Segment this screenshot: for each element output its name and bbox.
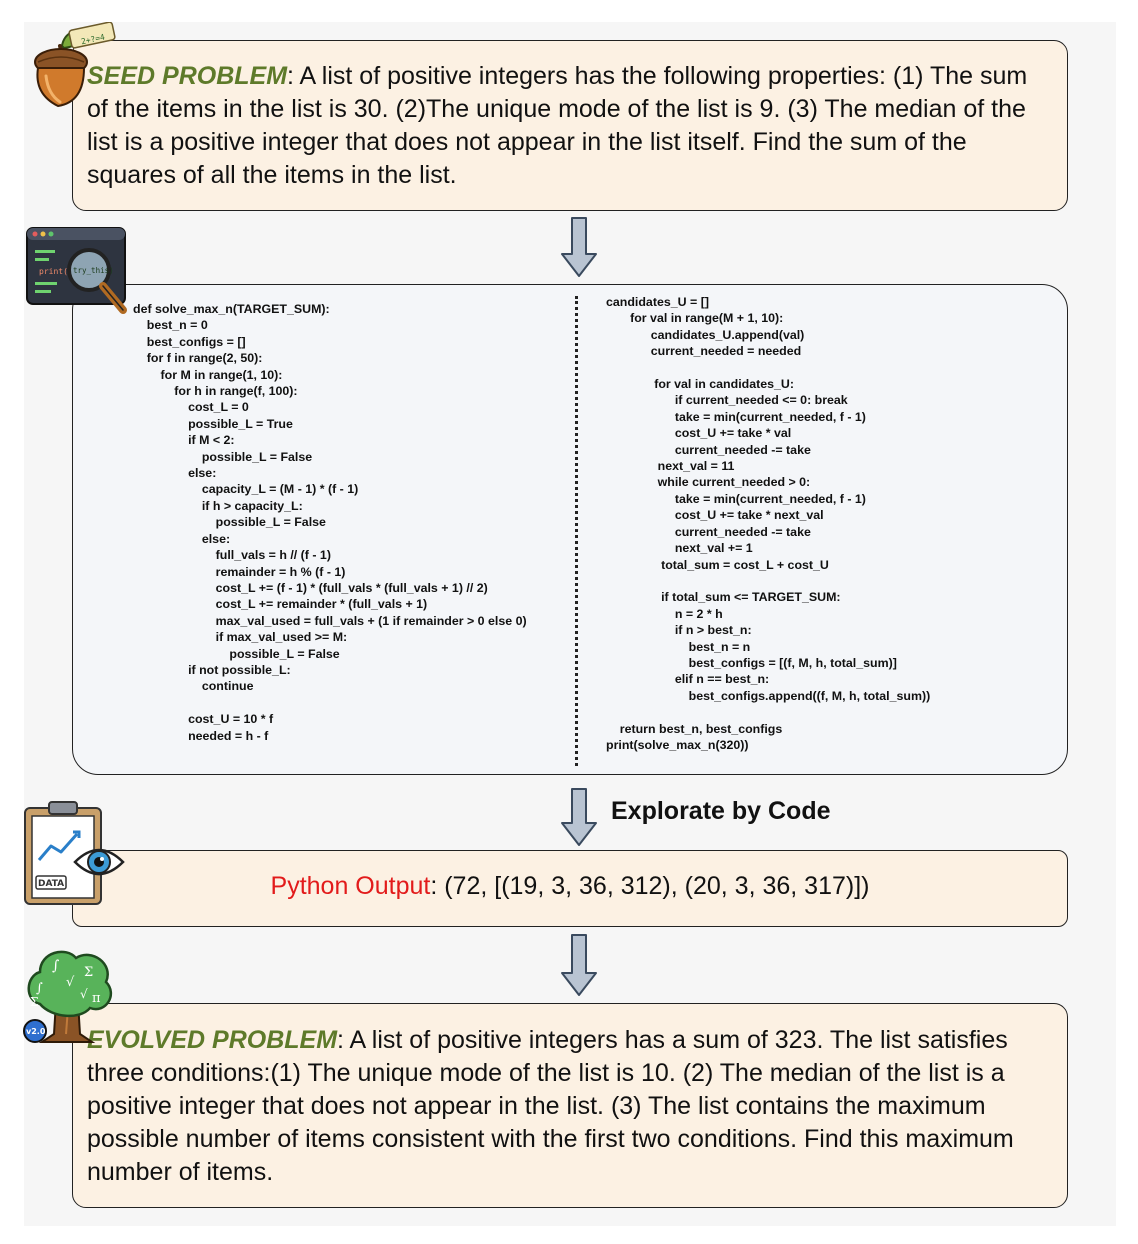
acorn-icon: 2+?=4 [34,22,116,108]
code-right-column: candidates_U = [] for val in range(M + 1… [606,295,931,752]
python-output-text: Python Output: (72, [(19, 3, 36, 312), (… [72,872,1068,901]
seed-problem-body: : A list of positive integers has the fo… [87,62,1028,189]
explore-by-code-label: Explorate by Code [611,797,831,825]
python-output-label: Python Output [270,872,431,900]
math-tree-icon: ∫ Σ √ π ∫ Σ √ v2.0 [23,950,113,1043]
seed-problem-text: SEED PROBLEM: A list of positive integer… [87,60,1047,192]
code-left-column: def solve_max_n(TARGET_SUM): best_n = 0 … [133,302,527,743]
evolved-problem-text: EVOLVED PROBLEM: A list of positive inte… [87,1024,1047,1189]
evolved-problem-box [72,1003,1068,1208]
terminal-try-text: try_this) [73,266,114,275]
tree-badge-text: v2.0 [26,1027,46,1036]
clipboard-data-text: DATA [38,879,64,889]
down-arrow-3 [561,934,597,996]
code-column-divider [575,296,578,766]
tree-symbol-6: Σ [30,995,38,1009]
python-output-value: : (72, [(19, 3, 36, 312), (20, 3, 36, 31… [430,872,870,900]
down-arrow-2 [561,788,597,846]
python-output-box [72,850,1068,927]
terminal-magnifier-icon: print( try_this) [26,227,127,314]
terminal-print-text: print( [39,267,68,276]
evolved-problem-tag: EVOLVED PROBLEM [87,1026,338,1054]
tree-symbol-4: π [92,991,101,1006]
down-arrow-1 [561,217,597,277]
code-box [72,284,1068,775]
evolved-problem-body: : A list of positive integers has a sum … [87,1026,1014,1186]
tree-symbol-2: Σ [84,965,93,980]
tree-symbol-3: √ [66,975,75,990]
tree-symbol-5: ∫ [36,981,43,996]
seed-problem-tag: SEED PROBLEM [87,62,288,90]
tree-symbol-7: √ [80,987,88,1001]
tree-symbol-1: ∫ [52,958,59,974]
clipboard-eye-icon: DATA [24,801,125,905]
seed-problem-box [72,40,1068,211]
